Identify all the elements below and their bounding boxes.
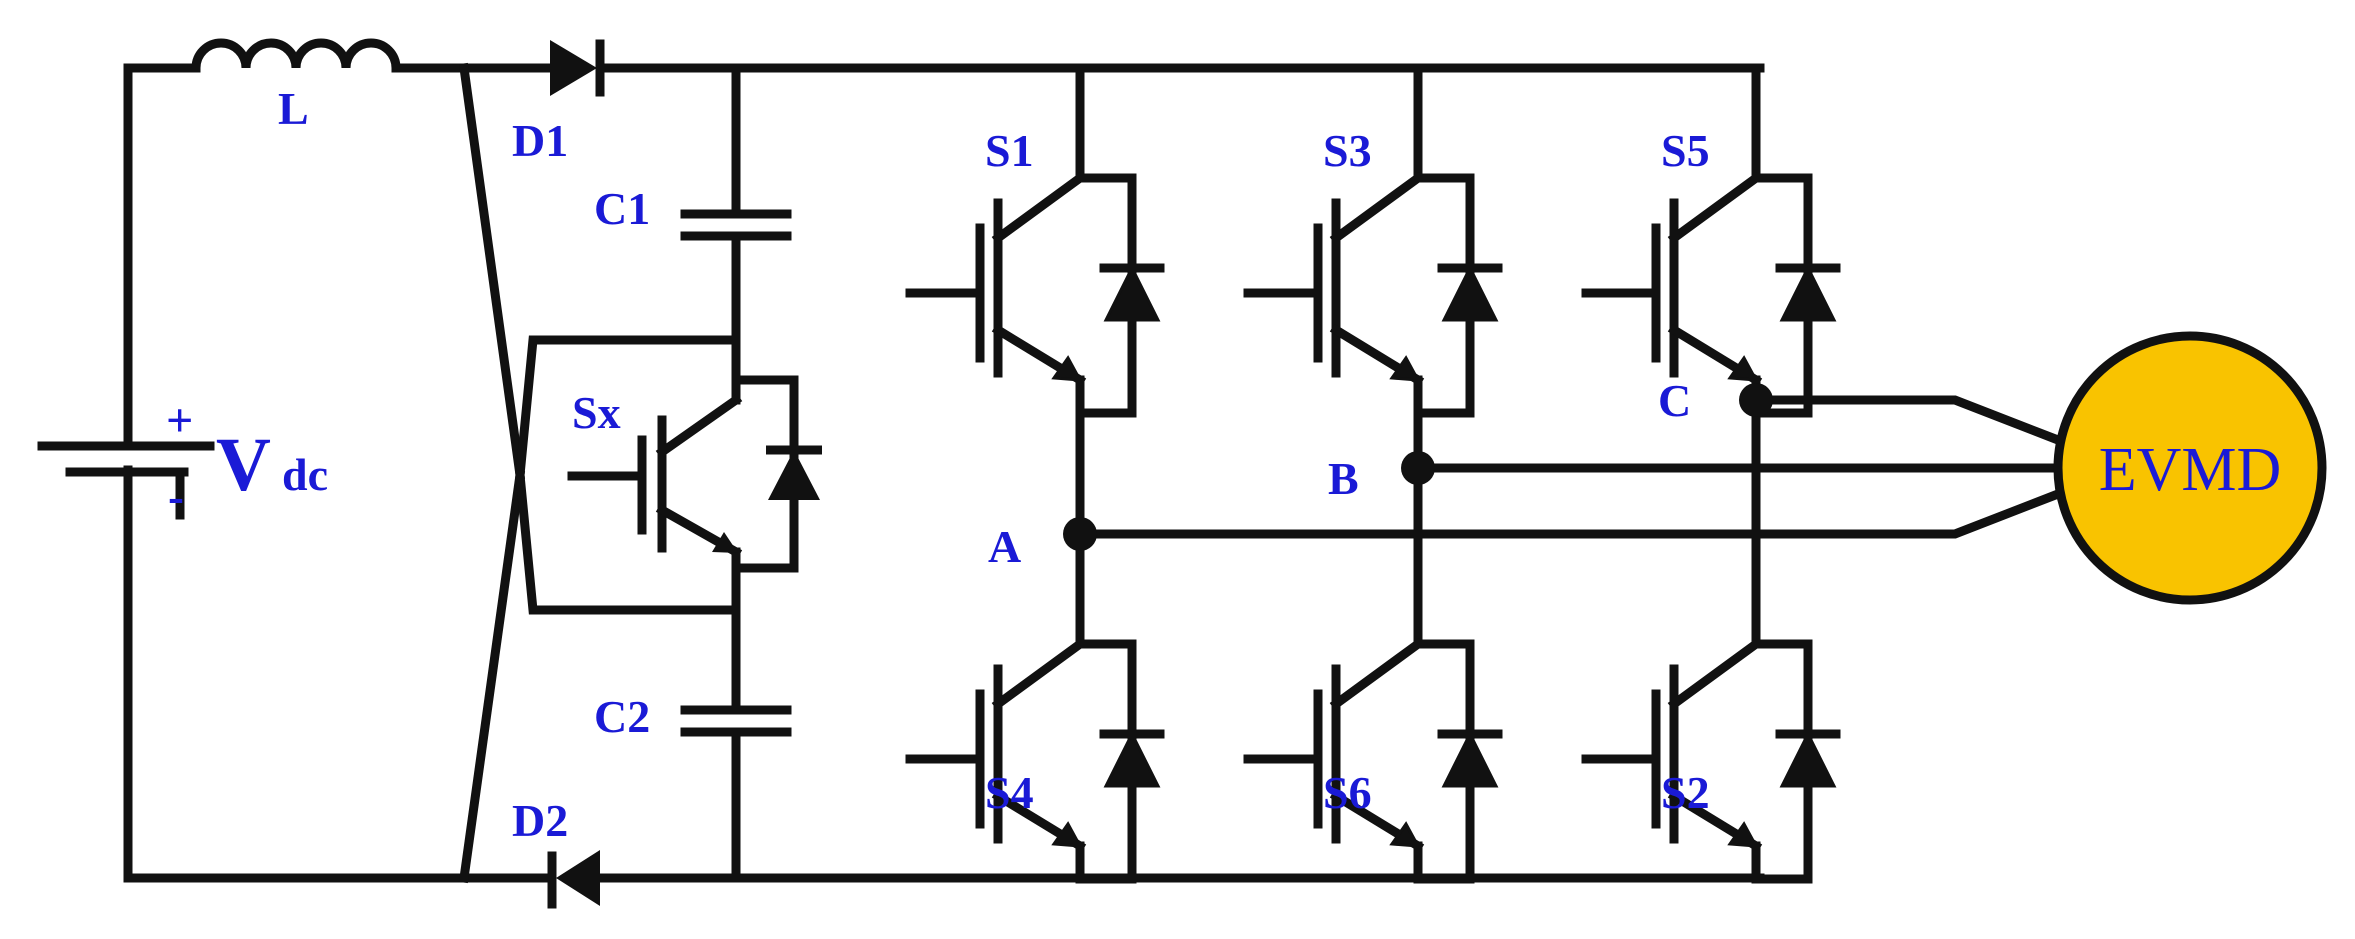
diode-d2-icon (556, 850, 600, 906)
label-node-a: A (988, 521, 1021, 572)
motor-circle (2053, 331, 2327, 605)
label-d1: D1 (512, 115, 568, 166)
label-node-c: C (1658, 375, 1691, 426)
circuit-wiring (37, 38, 2064, 909)
diode-d1-icon (550, 40, 597, 96)
label-source-plus: + (166, 394, 193, 447)
sx-diode-icon (768, 450, 820, 500)
node-b-dot (1401, 451, 1435, 485)
label-s3: S3 (1323, 125, 1372, 176)
label-s5: S5 (1661, 125, 1710, 176)
label-sx: Sx (572, 387, 621, 438)
label-d2: D2 (512, 795, 568, 846)
label-c1: C1 (594, 183, 650, 234)
node-a-dot (1063, 517, 1097, 551)
label-s6: S6 (1323, 767, 1372, 818)
label-s1: S1 (985, 125, 1034, 176)
node-c-dot (1739, 383, 1773, 417)
label-source-minus: - (168, 470, 184, 523)
label-source-main: V (216, 423, 271, 507)
label-c2: C2 (594, 691, 650, 742)
label-s4: S4 (985, 767, 1034, 818)
label-inductor: L (278, 83, 309, 134)
label-s2: S2 (1661, 767, 1710, 818)
sx-emitter-arrow-icon (712, 532, 738, 553)
motor-label: EVMD (2099, 436, 2282, 504)
label-source-sub: dc (282, 449, 328, 500)
label-node-b: B (1328, 453, 1359, 504)
